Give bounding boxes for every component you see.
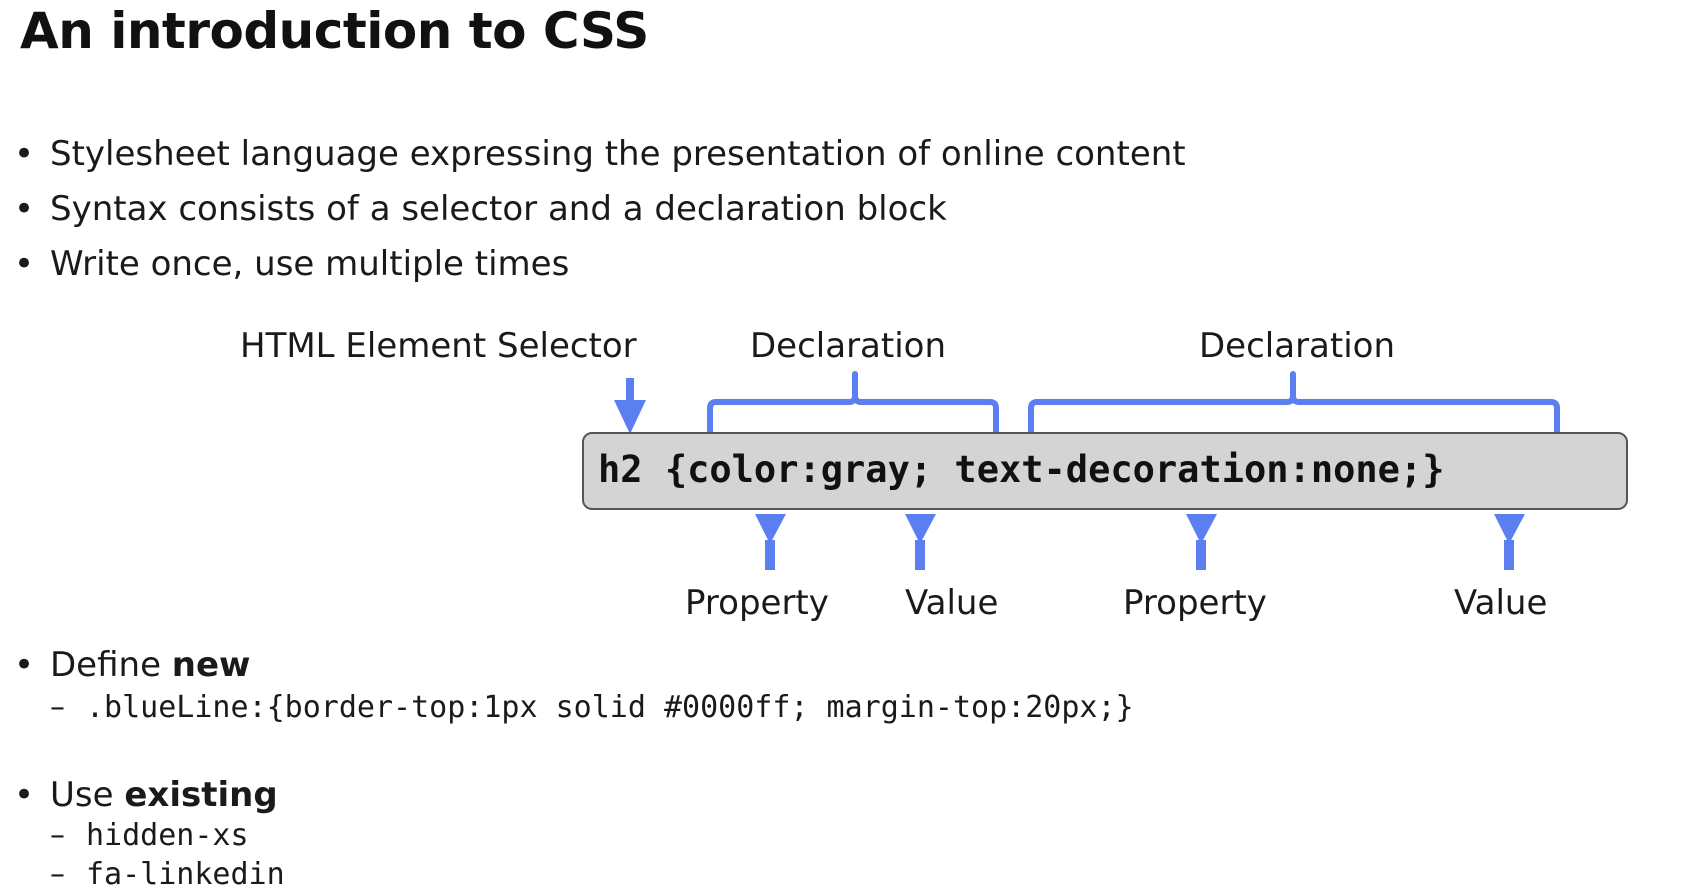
bullet-glyph: • (14, 244, 35, 284)
bullet-item-1: • Stylesheet language expressing the pres… (14, 134, 1186, 174)
property-label-2: Property (1123, 583, 1267, 623)
use-existing-subitem-2: –fa-linkedin (50, 857, 285, 893)
define-new-bold: new (171, 645, 251, 685)
selector-label: HTML Element Selector (240, 326, 637, 366)
declaration-label-1: Declaration (750, 326, 947, 366)
property-arrow-2-icon (1186, 514, 1217, 570)
bullet-glyph: • (14, 189, 35, 229)
dash-glyph: – (50, 818, 65, 853)
declaration-bracket-2 (1028, 371, 1560, 432)
bullet-item-3: • Write once, use multiple times (14, 244, 569, 284)
bullet-use-existing: • Use existing (14, 775, 278, 815)
use-existing-code-1: hidden-xs (86, 818, 249, 853)
bullet-item-2: • Syntax consists of a selector and a dec… (14, 189, 947, 229)
use-existing-subitem-1: –hidden-xs (50, 818, 249, 854)
code-example-box (582, 432, 1628, 510)
code-example: h2 {color:gray; text-decoration:none;} (598, 448, 1445, 491)
value-label-1: Value (905, 583, 999, 623)
use-existing-code-2: fa-linkedin (86, 857, 285, 892)
use-existing-bold: existing (124, 775, 278, 815)
bullet-define-new: • Define new (14, 645, 250, 685)
declaration-bracket-1 (707, 371, 999, 432)
bullet-text: Write once, use multiple times (50, 244, 570, 284)
bullet-text: Stylesheet language expressing the prese… (50, 134, 1186, 174)
value-arrow-1-icon (905, 514, 936, 570)
bullet-glyph: • (14, 775, 35, 815)
bullet-glyph: • (14, 645, 35, 685)
declaration-label-2: Declaration (1199, 326, 1396, 366)
bullet-text: Syntax consists of a selector and a decl… (50, 189, 947, 229)
dash-glyph: – (50, 857, 65, 892)
define-new-code: .blueLine:{border-top:1px solid #0000ff;… (86, 690, 1134, 725)
dash-glyph: – (50, 690, 65, 725)
value-label-2: Value (1454, 583, 1548, 623)
property-label-1: Property (685, 583, 829, 623)
use-existing-prefix: Use (50, 775, 125, 815)
property-arrow-1-icon (755, 514, 786, 570)
define-new-subitem: –.blueLine:{border-top:1px solid #0000ff… (50, 690, 1134, 726)
selector-arrow-icon (614, 378, 646, 434)
bullet-glyph: • (14, 134, 35, 174)
define-new-prefix: Define (50, 645, 172, 685)
value-arrow-2-icon (1494, 514, 1525, 570)
page-title: An introduction to CSS (20, 2, 649, 60)
